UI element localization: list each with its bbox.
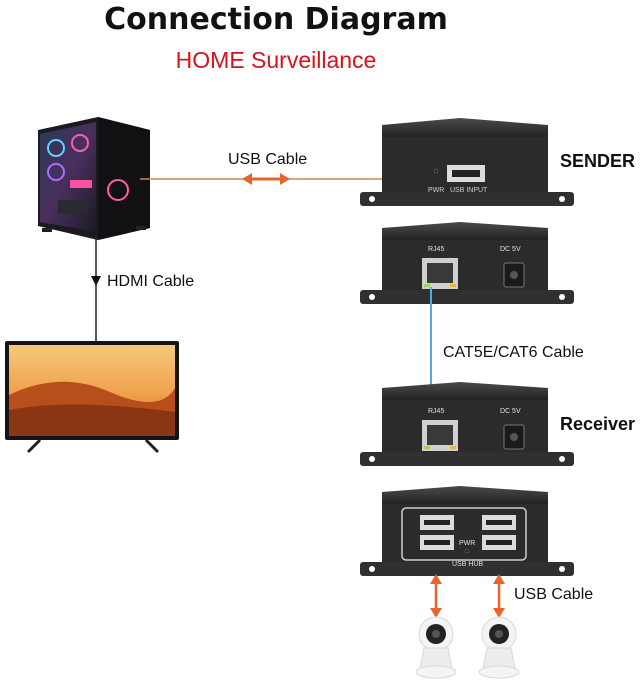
sender-label: SENDER <box>560 151 636 171</box>
cat-cable-label: CAT5E/CAT6 Cable <box>443 344 584 361</box>
pwr-marking: PWR <box>428 187 445 194</box>
camera-icon <box>478 616 520 679</box>
sender-rj45-unit <box>360 222 574 304</box>
usb-hub-marking: USB HUB <box>452 561 484 568</box>
sender-usb-unit <box>360 118 574 206</box>
usb-cable-label: USB Cable <box>514 586 594 603</box>
dc5v-marking: DC 5V <box>500 408 521 415</box>
tv-icon <box>5 341 179 454</box>
receiver-label: Receiver <box>560 414 636 434</box>
receiver-usb-hub-unit <box>360 486 574 576</box>
camera-icon <box>415 616 457 679</box>
rj45-marking: RJ45 <box>428 246 445 253</box>
receiver-rj45-unit <box>360 382 574 466</box>
pc-tower-icon <box>38 117 150 240</box>
rj45-marking: RJ45 <box>428 408 445 415</box>
hdmi-connection-line <box>91 236 101 341</box>
page-title: Connection Diagram <box>104 2 448 37</box>
usb-cable-label: USB Cable <box>228 151 308 168</box>
usb-input-marking: USB INPUT <box>450 187 488 194</box>
hdmi-cable-label: HDMI Cable <box>107 273 195 290</box>
pwr-hub-marking: PWR <box>459 540 476 547</box>
usb-bottom-connection-lines <box>430 574 505 618</box>
page-subtitle: HOME Surveillance <box>175 47 377 73</box>
dc5v-marking: DC 5V <box>500 246 521 253</box>
